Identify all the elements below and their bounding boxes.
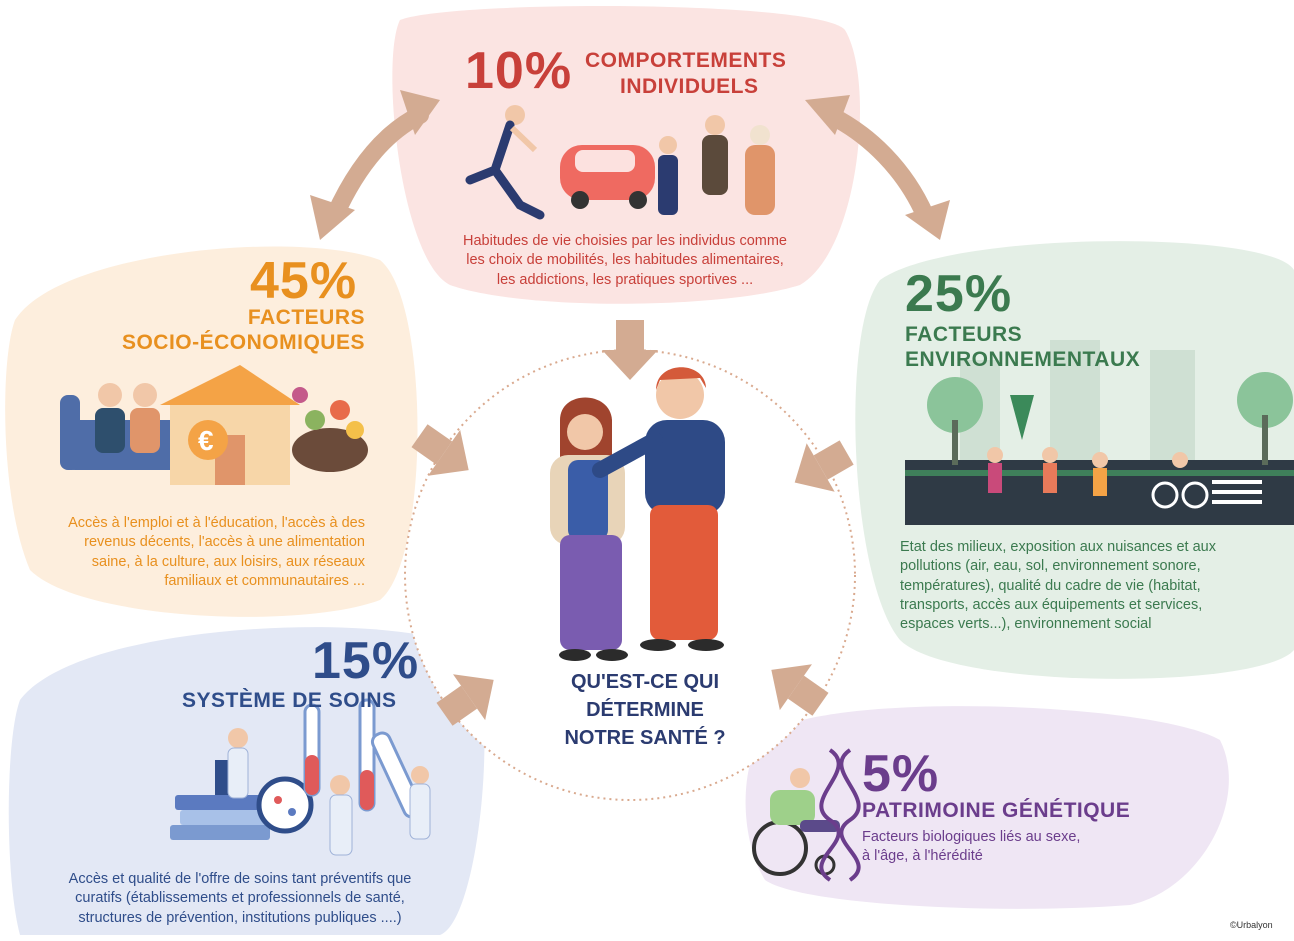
care-title: SYSTÈME DE SOINS <box>182 689 397 712</box>
care-desc-line-3: structures de prévention, institutions p… <box>78 909 402 926</box>
illustration-genetic <box>752 748 861 882</box>
environment-desc-line-4: transports, accès aux équipements et ser… <box>900 596 1203 613</box>
svg-text:€: € <box>198 425 214 456</box>
center-circle <box>404 349 856 801</box>
socio-desc-line-3: saine, à la culture, aux loisirs, aux ré… <box>91 553 365 570</box>
credit: ©Urbalyon <box>1230 920 1273 930</box>
individual-title-line-2: INDIVIDUELS <box>620 75 759 98</box>
center-question-line-3: NOTRE SANTÉ ? <box>564 727 726 749</box>
care-desc-line-1: Accès et qualité de l'offre de soins tan… <box>68 871 412 887</box>
environment-title-line-2: ENVIRONNEMENTAUX <box>905 348 1141 372</box>
center-question-line-1: QU'EST-CE QUI <box>570 671 720 693</box>
environment-desc-line-5: espaces verts...), environnement social <box>900 616 1152 633</box>
illustration-center-couple <box>550 367 725 661</box>
arrow-from-genetic <box>771 664 829 716</box>
illustration-care <box>170 698 431 856</box>
socio-title: FACTEURS SOCIO-ÉCONOMIQUES <box>40 305 365 355</box>
socio-title-line-1: FACTEURS <box>247 306 365 329</box>
genetic-percent: 5% <box>862 745 940 803</box>
socio-desc-line-2: revenus décents, l'accès à une alimentat… <box>84 534 365 551</box>
socio-description: Accès à l'emploi et à l'éducation, l'acc… <box>20 514 365 591</box>
environment-title: FACTEURS ENVIRONNEMENTAUX <box>905 322 1140 372</box>
environment-percent: 25% <box>905 265 1013 323</box>
individual-description: Habitudes de vie choisies par les indivi… <box>430 232 820 290</box>
care-percent: 15% <box>312 632 420 690</box>
illustration-environment <box>905 340 1294 525</box>
individual-percent: 10% <box>465 42 573 100</box>
illustration-individual <box>465 105 775 220</box>
environment-desc-line-1: Etat des milieux, exposition aux nuisanc… <box>900 539 1216 555</box>
care-description: Accès et qualité de l'offre de soins tan… <box>20 870 460 928</box>
individual-title-line-1: COMPORTEMENTS <box>585 49 787 72</box>
individual-desc-line-1: Habitudes de vie choisies par les indivi… <box>463 233 787 249</box>
genetic-description: Facteurs biologiques liés au sexe, à l'â… <box>862 828 1142 867</box>
curved-arrow-right <box>821 106 934 224</box>
arrow-from-care <box>436 674 494 726</box>
genetic-title: PATRIMOINE GÉNÉTIQUE <box>862 799 1131 822</box>
center-question: QU'EST-CE QUI DÉTERMINE NOTRE SANTÉ ? <box>520 668 770 752</box>
socio-title-line-2: SOCIO-ÉCONOMIQUES <box>121 331 365 355</box>
care-desc-line-2: curatifs (établissements et professionne… <box>75 890 405 907</box>
socio-percent: 45% <box>250 252 358 310</box>
socio-desc-line-1: Accès à l'emploi et à l'éducation, l'acc… <box>68 515 365 531</box>
individual-desc-line-2: les choix de mobilités, les habitudes al… <box>466 252 784 269</box>
individual-desc-line-3: les addictions, les pratiques sportives … <box>496 271 754 288</box>
curved-arrow-right-head-top <box>805 95 850 135</box>
curved-arrow-left-head-bottom <box>310 195 355 240</box>
genetic-desc-line-1: Facteurs biologiques liés au sexe, <box>862 829 1081 845</box>
curved-arrow-left <box>326 106 429 224</box>
socio-desc-line-4: familiaux et communautaires ... <box>164 572 365 589</box>
blob-genetic <box>745 706 1229 909</box>
environment-description: Etat des milieux, exposition aux nuisanc… <box>900 538 1285 634</box>
arrow-from-individual <box>602 320 658 380</box>
environment-desc-line-2: pollutions (air, eau, sol, environnement… <box>900 558 1201 575</box>
arrow-from-environment <box>794 440 854 492</box>
center-question-line-2: DÉTERMINE <box>586 699 704 721</box>
environment-desc-line-3: températures), qualité du cadre de vie (… <box>900 577 1201 594</box>
curved-arrow-left-head-top <box>400 90 440 135</box>
environment-title-line-1: FACTEURS <box>905 323 1023 346</box>
curved-arrow-right-head-bottom <box>905 200 950 240</box>
illustration-socio: € <box>60 365 368 485</box>
genetic-desc-line-2: à l'âge, à l'hérédité <box>862 848 983 865</box>
arrow-from-socio <box>411 424 469 476</box>
